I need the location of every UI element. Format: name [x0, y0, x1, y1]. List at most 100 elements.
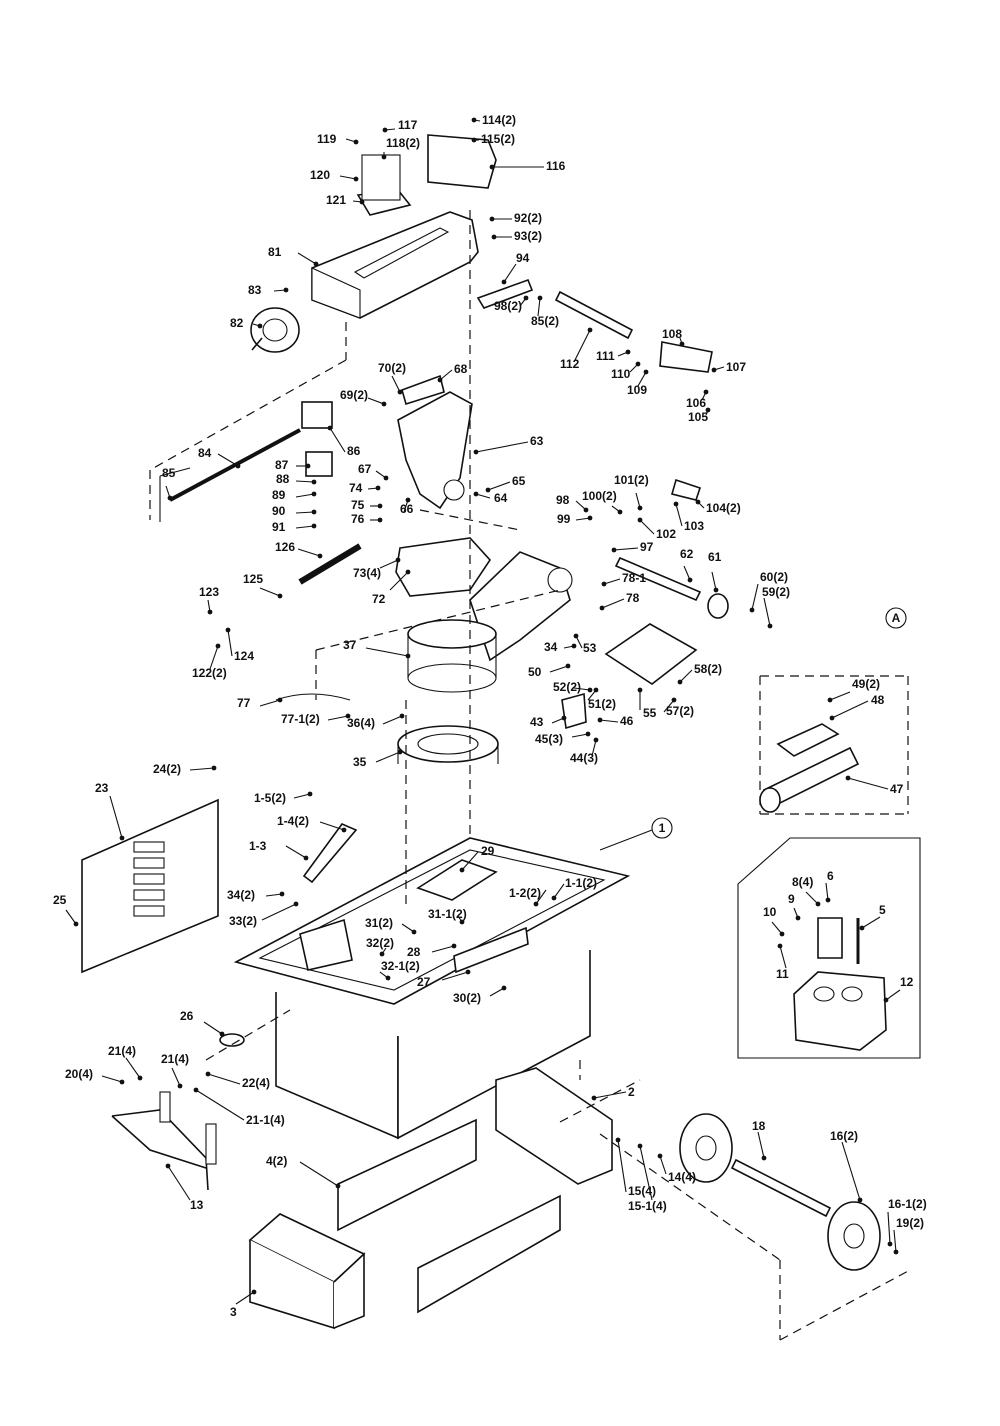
callout-dot [377, 517, 383, 523]
callout-label: 107 [726, 360, 746, 374]
callout-dot [625, 349, 631, 355]
callout-leader [227, 629, 233, 657]
callout-label: 44(3) [570, 751, 598, 765]
callout-leader [382, 715, 403, 725]
callout-dot [219, 1031, 225, 1037]
callout-leader [379, 559, 399, 569]
callout-label: 111 [596, 349, 615, 363]
callout-dot [767, 623, 773, 629]
callout-label: 92(2) [514, 211, 542, 225]
callout-leader [235, 1291, 255, 1305]
callout-label: 31(2) [365, 916, 393, 930]
callout-label: 88 [276, 472, 290, 486]
callout-dot [845, 775, 851, 781]
callout-leader [663, 699, 675, 713]
callout-dot [405, 497, 411, 503]
callout-label: 19(2) [896, 1216, 924, 1230]
callout-dot [359, 199, 365, 205]
circled-markers: A 1 [599, 607, 907, 851]
callout-dot [375, 485, 381, 491]
callout-label: 57(2) [666, 704, 694, 718]
callout-leader [189, 767, 215, 771]
callout-label: 85 [162, 466, 176, 480]
callout-dot [551, 895, 557, 901]
callout-label: 119 [317, 132, 337, 146]
callout-dot [353, 176, 359, 182]
callout-label: 11 [776, 967, 789, 981]
callout-label: 118(2) [386, 136, 420, 150]
callout-label: 16(2) [830, 1129, 858, 1143]
callout-label: 1-2(2) [509, 886, 541, 900]
callout-dot [533, 901, 539, 907]
callout-dot [597, 717, 603, 723]
callout-leader [573, 329, 591, 363]
callout-label: 25 [53, 893, 67, 907]
callout-dot [165, 1163, 171, 1169]
callout-leader [389, 571, 409, 591]
callout-label: 110 [611, 367, 631, 381]
callout-label: 76 [351, 512, 365, 526]
callout-dot [279, 891, 285, 897]
callout-label: 74 [349, 481, 363, 495]
callout-leader [675, 503, 683, 527]
callout-dot [137, 1075, 143, 1081]
callout-label: 24(2) [153, 762, 181, 776]
callout-label: 77-1(2) [281, 712, 320, 726]
callout-label: 77 [237, 696, 251, 710]
callout-leader [209, 645, 219, 670]
callout-dot [617, 509, 623, 515]
callout-label: 90 [272, 504, 286, 518]
callout-label: 51(2) [588, 697, 616, 711]
callout-leader [293, 793, 311, 799]
callout-leader [639, 519, 655, 535]
callout-dot [311, 509, 317, 515]
callout-dot [777, 943, 783, 949]
callout-leader [831, 700, 869, 719]
callout-label: 91 [272, 520, 286, 534]
callout-dot [637, 687, 643, 693]
callout-dot [205, 1071, 211, 1077]
callout-leader [217, 453, 239, 467]
callout-label: 37 [343, 638, 357, 652]
callout-label: 85(2) [531, 314, 559, 328]
callout-leader [637, 371, 647, 387]
callout-dot [677, 679, 683, 685]
callout-label: 32(2) [366, 936, 394, 950]
callout-leader [439, 369, 453, 381]
callout-dot [825, 897, 831, 903]
callout-leader [885, 989, 901, 1001]
callout-label: 2 [628, 1085, 635, 1099]
callout-dot [193, 1087, 199, 1093]
callout-leader [489, 987, 505, 997]
callout-label: 84 [198, 446, 212, 460]
callout-label: 8(4) [792, 875, 813, 889]
callout-leader [841, 1141, 861, 1201]
callout-dot [177, 1083, 183, 1089]
callout-leader [571, 733, 589, 738]
callout-dot [501, 279, 507, 285]
callout-label: 9 [788, 892, 795, 906]
callout-leader [475, 441, 529, 453]
callout-leader [779, 945, 787, 969]
callout-dot [381, 154, 387, 160]
callout-dot [341, 827, 347, 833]
callout-leader [375, 751, 401, 763]
callout-dot [585, 731, 591, 737]
callout-label: 105 [688, 410, 708, 424]
callout-label: 1-3 [249, 839, 267, 853]
callout-label: 14(4) [668, 1170, 696, 1184]
callout-label: 46 [620, 714, 634, 728]
callout-dot [473, 449, 479, 455]
callout-dot [523, 295, 529, 301]
callout-label: 63 [530, 434, 544, 448]
callout-label: 98 [556, 493, 570, 507]
callout-label: 70(2) [378, 361, 406, 375]
callout-dot [405, 569, 411, 575]
callout-label: 50 [528, 665, 542, 679]
callout-label: 97 [640, 540, 654, 554]
callout-label: 1-1(2) [565, 876, 597, 890]
callout-dot [637, 517, 643, 523]
callout-dot [405, 653, 411, 659]
callout-leader [599, 719, 619, 723]
callout-label: 32-1(2) [381, 959, 420, 973]
